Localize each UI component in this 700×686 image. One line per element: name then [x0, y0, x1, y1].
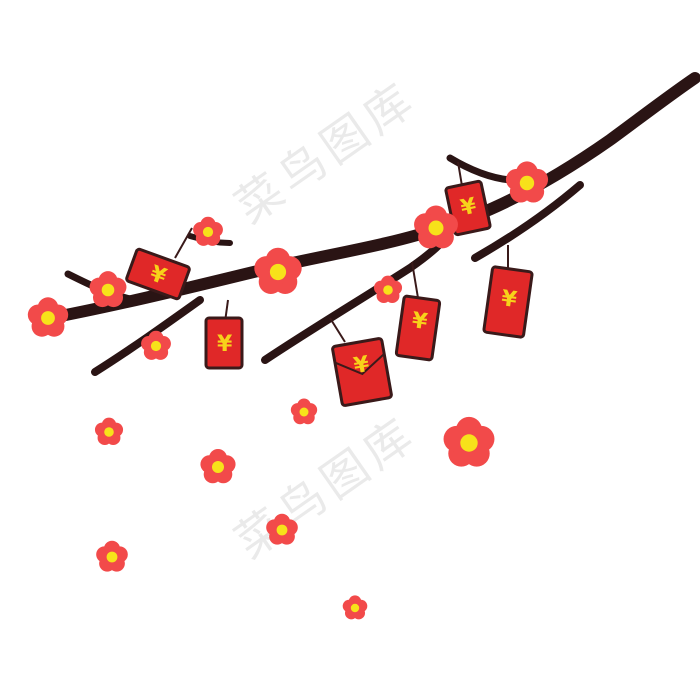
plum-blossom-icon — [290, 398, 318, 425]
string-4 — [411, 261, 419, 299]
envelope-symbol: ¥ — [352, 352, 372, 379]
branch-upper-twig — [446, 154, 514, 184]
string-3 — [329, 317, 346, 343]
envelope-symbol: ¥ — [458, 193, 479, 221]
plum-blossom-icon — [89, 271, 127, 308]
red-envelope-icon: ¥ — [482, 265, 534, 339]
watermark-top: 菜鸟图库 — [225, 70, 426, 234]
watermark-text-bottom: 菜鸟图库 — [225, 405, 426, 569]
string-5 — [457, 161, 463, 187]
red-envelope-icon: ¥ — [394, 294, 442, 362]
plum-blossom-icon — [443, 416, 495, 467]
plum-blossom-icon — [193, 216, 223, 246]
plum-blossom-icon — [373, 275, 403, 304]
envelope-symbol: ¥ — [410, 308, 429, 335]
plum-blossom-icon — [141, 330, 171, 360]
watermark-bottom: 菜鸟图库 — [225, 405, 426, 569]
plum-blossom-icon — [200, 449, 236, 484]
plum-blossom-icon — [414, 205, 458, 249]
plum-blossom-icon — [94, 417, 124, 446]
watermark-text-top: 菜鸟图库 — [225, 70, 426, 234]
red-envelope-icon: ¥ — [125, 247, 191, 301]
branch-right-lower — [471, 181, 584, 262]
plum-blossom-icon — [266, 513, 298, 545]
plum-blossom-icon — [342, 595, 368, 620]
string-1 — [174, 227, 193, 259]
envelope-symbol: ¥ — [500, 286, 519, 313]
red-envelope-icon: ¥ — [204, 316, 244, 370]
plum-blossom-icon — [254, 247, 302, 294]
red-envelope-icon: ¥ — [331, 337, 393, 407]
plum-blossom-icon — [96, 540, 128, 572]
plum-blossom-icon — [505, 161, 549, 203]
blossoms-group — [27, 161, 549, 620]
plum-blossom-icon — [27, 297, 69, 337]
envelope-symbol: ¥ — [217, 332, 233, 357]
